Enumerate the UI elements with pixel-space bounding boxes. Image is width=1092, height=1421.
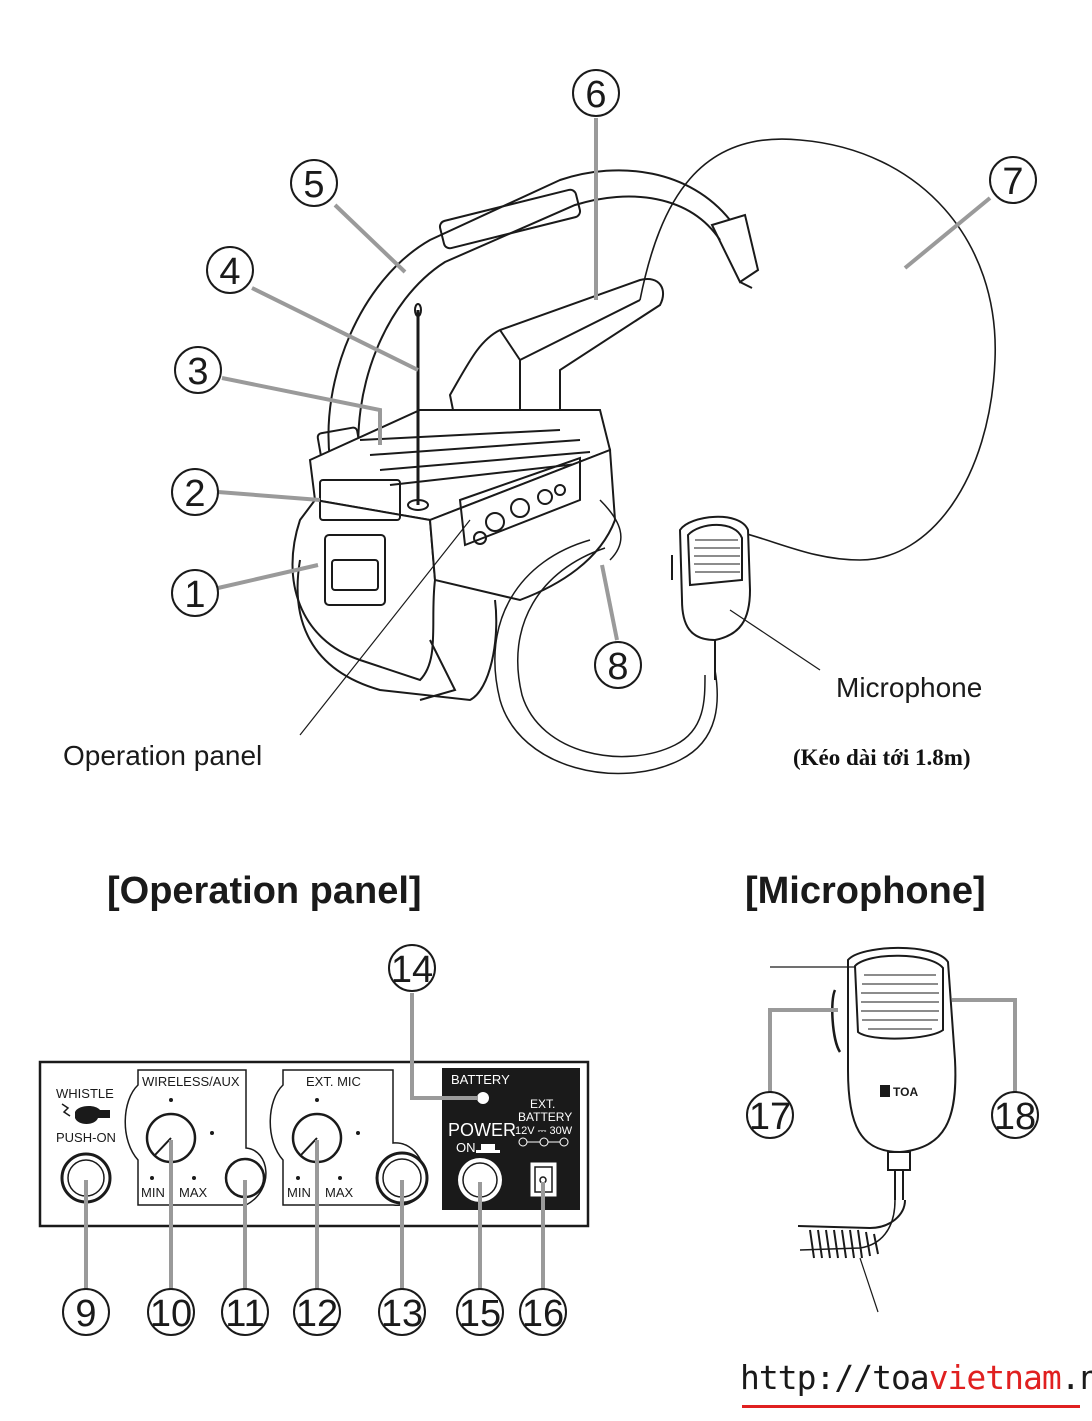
callouts-panel: 14 9 10 11 12 13 15 16 bbox=[62, 944, 567, 1336]
whistle-label: WHISTLE bbox=[56, 1086, 114, 1101]
power-on-mark bbox=[481, 1144, 495, 1150]
callout-7: 7 bbox=[989, 156, 1037, 204]
mic-coil bbox=[797, 1199, 906, 1259]
callout-1: 1 bbox=[171, 569, 219, 617]
wireless-knob-pointer bbox=[154, 1137, 172, 1156]
callout-15: 15 bbox=[456, 1288, 504, 1336]
callouts-mic: 17 18 bbox=[746, 1091, 1039, 1139]
callout-12-text: 12 bbox=[296, 1293, 338, 1335]
operation-panel-label: Operation panel bbox=[63, 740, 262, 771]
callout-9: 9 bbox=[62, 1288, 110, 1336]
callout-16-text: 16 bbox=[522, 1293, 564, 1335]
callout-10: 10 bbox=[147, 1288, 195, 1336]
polarity-icon bbox=[518, 1137, 569, 1147]
callouts-top: 1 2 3 4 5 6 7 8 bbox=[171, 69, 1037, 689]
callout-12: 12 bbox=[293, 1288, 341, 1336]
dot bbox=[296, 1176, 300, 1180]
power-on-label: ON bbox=[456, 1140, 476, 1155]
wireless-aux-label: WIRELESS/AUX bbox=[142, 1074, 240, 1089]
callout-17-text: 17 bbox=[749, 1096, 791, 1138]
ext-battery-label-2: BATTERY bbox=[518, 1110, 572, 1124]
callout-13: 13 bbox=[378, 1288, 426, 1336]
mic-brand-text: TOA bbox=[893, 1085, 918, 1099]
callout-16: 16 bbox=[519, 1288, 567, 1336]
dot bbox=[356, 1131, 360, 1135]
operation-panel-heading: [Operation panel] bbox=[107, 870, 422, 912]
dot bbox=[315, 1098, 319, 1102]
microphone-label: Microphone bbox=[836, 672, 982, 703]
ext-mic-min-label: MIN bbox=[287, 1185, 311, 1200]
dot bbox=[169, 1098, 173, 1102]
battery-indicator bbox=[477, 1092, 489, 1104]
callout-5: 5 bbox=[290, 159, 338, 207]
extension-note: (Kéo dài tới 1.8m) bbox=[793, 745, 971, 770]
callout-4-text: 4 bbox=[219, 251, 240, 293]
callout-2-text: 2 bbox=[184, 473, 205, 515]
callout-3: 3 bbox=[174, 346, 222, 394]
ext-mic-section-outline bbox=[269, 1069, 426, 1206]
callout-2: 2 bbox=[171, 468, 219, 516]
website-suffix: .net bbox=[1060, 1358, 1092, 1397]
power-label: POWER bbox=[448, 1120, 516, 1140]
ext-battery-label-1: EXT. bbox=[530, 1097, 555, 1111]
power-on-mark-base bbox=[476, 1150, 500, 1153]
callout-10-text: 10 bbox=[150, 1293, 192, 1335]
wireless-section-outline bbox=[124, 1069, 267, 1206]
ext-mic-label: EXT. MIC bbox=[306, 1074, 361, 1089]
callout-6: 6 bbox=[572, 69, 620, 117]
website-highlight: vietnam bbox=[928, 1358, 1062, 1397]
callout-9-text: 9 bbox=[75, 1293, 96, 1335]
push-to-talk-switch bbox=[831, 989, 842, 1053]
callout-13-text: 13 bbox=[381, 1293, 423, 1335]
battery-label: BATTERY bbox=[451, 1072, 510, 1087]
push-on-label: PUSH-ON bbox=[56, 1130, 116, 1145]
callout-8: 8 bbox=[594, 641, 642, 689]
mic-grille-lines bbox=[861, 974, 939, 1030]
website-prefix: http://toa bbox=[740, 1358, 930, 1397]
callout-3-text: 3 bbox=[187, 351, 208, 393]
callout-6-text: 6 bbox=[585, 74, 606, 116]
website-underline bbox=[742, 1405, 1080, 1408]
callout-11-text: 11 bbox=[225, 1293, 264, 1335]
ext-mic-knob-pointer bbox=[300, 1137, 318, 1156]
callout-17: 17 bbox=[746, 1091, 794, 1139]
website-url[interactable]: http://toavietnam.net bbox=[740, 1358, 1092, 1397]
panel-leader-lines bbox=[84, 993, 545, 1290]
callout-15-text: 15 bbox=[459, 1293, 501, 1335]
dot bbox=[338, 1176, 342, 1180]
mic-brand-logo: TOA bbox=[880, 1085, 918, 1099]
callout-14: 14 bbox=[388, 944, 436, 992]
ext-battery-label-3: 12V ⎓ 30W bbox=[515, 1125, 573, 1137]
callout-18-text: 18 bbox=[994, 1096, 1036, 1138]
callout-18: 18 bbox=[991, 1091, 1039, 1139]
callout-8-text: 8 bbox=[607, 646, 628, 688]
wireless-min-label: MIN bbox=[141, 1185, 165, 1200]
dot bbox=[192, 1176, 196, 1180]
callout-14-text: 14 bbox=[391, 949, 433, 991]
callout-5-text: 5 bbox=[303, 164, 324, 206]
callout-4: 4 bbox=[206, 246, 254, 294]
operation-panel-diagram: WHISTLE PUSH-ON WIRELESS/AUX MIN MAX EXT… bbox=[38, 1060, 590, 1228]
thin-leaders bbox=[299, 519, 821, 736]
ext-mic-max-label: MAX bbox=[325, 1185, 354, 1200]
dot bbox=[210, 1131, 214, 1135]
callout-7-text: 7 bbox=[1002, 161, 1023, 203]
microphone-detail bbox=[770, 946, 957, 1313]
microphone-heading: [Microphone] bbox=[745, 870, 986, 912]
mic-body bbox=[847, 946, 957, 1154]
leader-lines bbox=[217, 118, 992, 641]
whistle-icon bbox=[61, 1103, 110, 1124]
mic-leader-lines bbox=[768, 998, 1017, 1095]
callout-11: 11 bbox=[221, 1288, 269, 1336]
mic-grille bbox=[853, 954, 944, 1040]
dot bbox=[150, 1176, 154, 1180]
wireless-max-label: MAX bbox=[179, 1185, 208, 1200]
mic-strain-relief bbox=[887, 1151, 911, 1171]
megaphone-illustration bbox=[291, 138, 996, 775]
callout-1-text: 1 bbox=[184, 574, 205, 616]
